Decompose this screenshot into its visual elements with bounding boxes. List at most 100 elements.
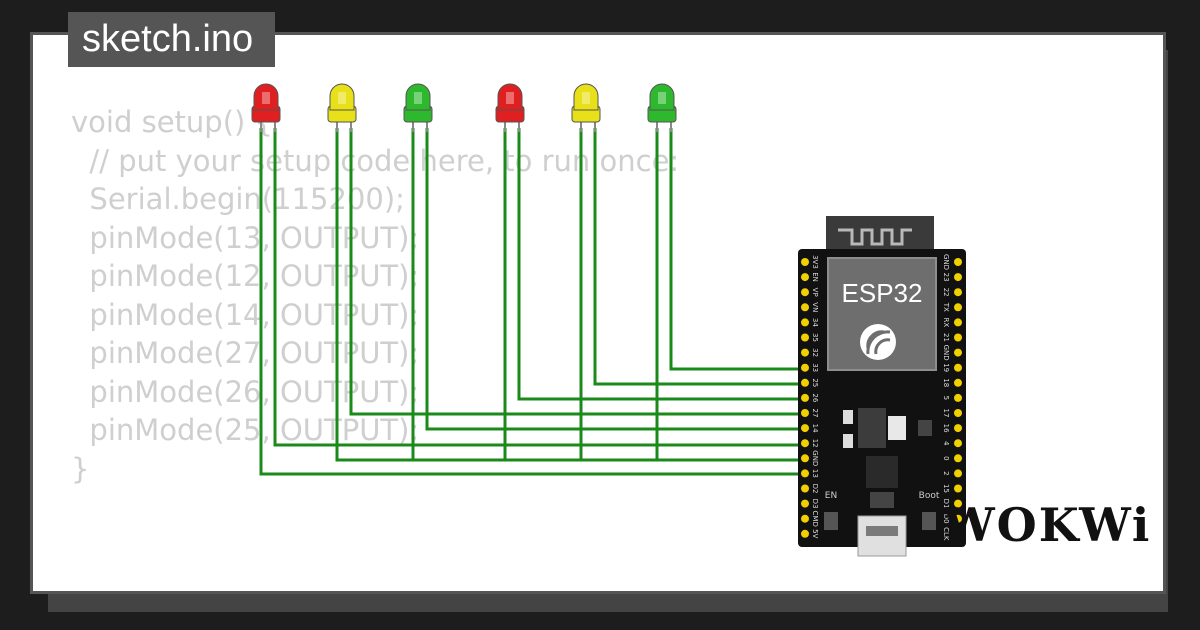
pin-right-16 (954, 499, 962, 508)
pin-right-9 (954, 393, 962, 402)
pin-label: 19 (942, 363, 950, 372)
en-button[interactable] (824, 512, 838, 530)
pin-right-11 (954, 424, 962, 433)
led-red[interactable] (251, 83, 281, 132)
pin-label: 22 (942, 288, 950, 297)
pin-label: 15 (942, 484, 950, 493)
pin-label: RX (942, 318, 950, 328)
pin-label: 17 (942, 409, 950, 418)
pin-right-17 (954, 514, 962, 523)
espressif-logo (860, 324, 896, 360)
pin-right-13 (954, 454, 962, 463)
pin-right-10 (954, 409, 962, 417)
pin-label: 27 (811, 409, 819, 418)
led-body (253, 83, 279, 111)
pin-left-0 (801, 258, 809, 266)
wire-anode (425, 128, 805, 431)
wire-cathode (335, 128, 805, 462)
code-line: } (71, 451, 90, 486)
smd-part (870, 492, 894, 508)
pin-label: 16 (942, 424, 950, 433)
led-row (251, 83, 677, 132)
wire-anode (669, 128, 805, 371)
wire-anode (517, 128, 805, 401)
smd-part (843, 434, 853, 448)
pin-label: TX (942, 302, 950, 312)
pin-left-17 (801, 514, 809, 523)
wokwi-logo-text: WOKWi (943, 498, 1152, 552)
smd-part (918, 420, 932, 436)
pin-left-10 (801, 409, 809, 417)
pin-right-3 (954, 303, 962, 312)
code-line: // put your setup code here, to run once… (71, 143, 680, 178)
led-green[interactable] (403, 83, 433, 132)
pin-label: 2 (942, 471, 950, 475)
pin-left-14 (801, 469, 809, 478)
boot-button[interactable] (922, 512, 936, 530)
led-yellow[interactable] (327, 83, 357, 132)
pin-label: 0 (942, 456, 950, 460)
pin-right-8 (954, 378, 962, 387)
led-highlight (414, 92, 422, 104)
led-green[interactable] (647, 83, 677, 132)
pin-label: 13 (811, 469, 819, 478)
pin-left-18 (801, 529, 809, 538)
led-body (573, 83, 599, 111)
pin-label: 4 (942, 441, 950, 446)
boot-label: Boot (919, 491, 940, 501)
wire-cathode (579, 128, 805, 462)
pin-label: 34 (811, 318, 819, 327)
wokwi-logo: WOKWi (943, 498, 1151, 552)
pin-right-2 (954, 288, 962, 297)
pin-right-1 (954, 273, 962, 282)
wires (259, 128, 805, 476)
pin-label: GND (942, 254, 950, 270)
pin-right-6 (954, 348, 962, 357)
pin-label: EN (811, 272, 819, 282)
pin-label: 12 (811, 439, 819, 448)
led-yellow[interactable] (571, 83, 601, 132)
wire-cathode (503, 128, 805, 462)
pin-left-3 (801, 303, 809, 312)
led-body (649, 83, 675, 111)
pin-label: 21 (942, 333, 950, 342)
pin-left-5 (801, 333, 809, 342)
led-highlight (506, 92, 514, 104)
pin-label: 23 (942, 273, 950, 282)
pin-left-15 (801, 484, 809, 493)
led-highlight (582, 92, 590, 104)
code-line: pinMode(13, OUTPUT); (71, 220, 420, 255)
pin-left-9 (801, 393, 809, 402)
esp32-board[interactable]: ESP32 EN Boot 3V3ENVPVN34353233252627141… (798, 216, 966, 557)
pin-right-14 (954, 469, 962, 478)
pin-label: GND (811, 450, 819, 466)
pin-label: 5 (942, 396, 950, 400)
pin-label: D3 (811, 499, 819, 509)
pin-left-13 (801, 454, 809, 463)
wire-anode (593, 128, 805, 386)
code-line: pinMode(25, OUTPUT); (71, 413, 420, 447)
pin-label: GND (942, 345, 950, 361)
regulator-tab (888, 416, 906, 440)
pin-left-6 (801, 348, 809, 357)
led-body (329, 83, 355, 111)
preview-card: void setup() { // put your setup code he… (30, 32, 1166, 594)
wire-cathode (411, 128, 805, 462)
pin-label: CMD (811, 511, 819, 527)
pin-label: 25 (811, 378, 819, 387)
en-label: EN (825, 491, 837, 501)
pin-left-12 (801, 439, 809, 448)
wire-cathode (259, 128, 805, 476)
left-pin-header: 3V3ENVPVN343532332526271412GND13D2D3CMD5… (801, 255, 819, 539)
usb-uart-chip (866, 456, 898, 488)
file-tab[interactable]: sketch.ino (68, 12, 276, 67)
file-tab-label: sketch.ino (82, 18, 254, 60)
pin-label: 18 (942, 378, 950, 387)
pin-left-11 (801, 424, 809, 433)
pin-label: 14 (811, 424, 819, 433)
regulator (858, 408, 886, 448)
pin-right-18 (954, 529, 962, 538)
led-red[interactable] (495, 83, 525, 132)
